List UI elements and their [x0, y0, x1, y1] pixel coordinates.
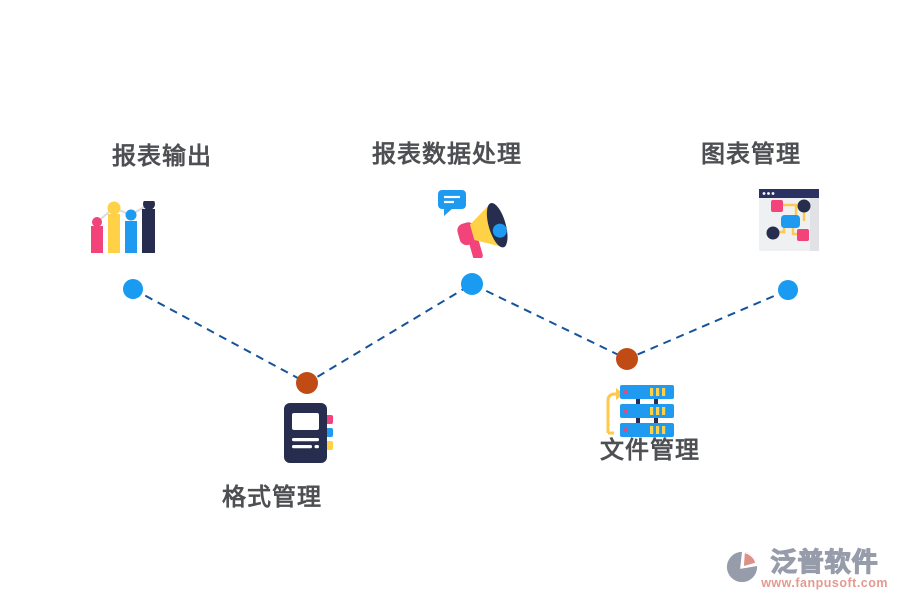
node-dot-blue-3	[778, 280, 798, 300]
label-file-management: 文件管理	[600, 437, 700, 464]
node-dot-orange-2	[616, 348, 638, 370]
node-dot-blue-1	[123, 279, 143, 299]
label-chart-management: 图表管理	[701, 141, 801, 168]
node-dot-blue-2	[461, 273, 483, 295]
label-format-management: 格式管理	[222, 484, 322, 511]
server-icon	[606, 385, 674, 437]
label-report-data-processing: 报表数据处理	[372, 141, 522, 168]
fanpu-logo-icon	[727, 551, 758, 583]
brand-url: www.fanpusoft.com	[761, 576, 888, 590]
brand-name: 泛普软件	[770, 547, 879, 577]
brand-watermark: 泛普软件 www.fanpusoft.com	[725, 547, 888, 590]
bar-chart-icon	[91, 201, 155, 253]
notebook-icon	[284, 403, 333, 463]
label-report-output: 报表输出	[112, 143, 212, 170]
node-dot-orange-1	[296, 372, 318, 394]
megaphone-icon	[438, 190, 508, 258]
window-chart-icon	[759, 189, 819, 251]
